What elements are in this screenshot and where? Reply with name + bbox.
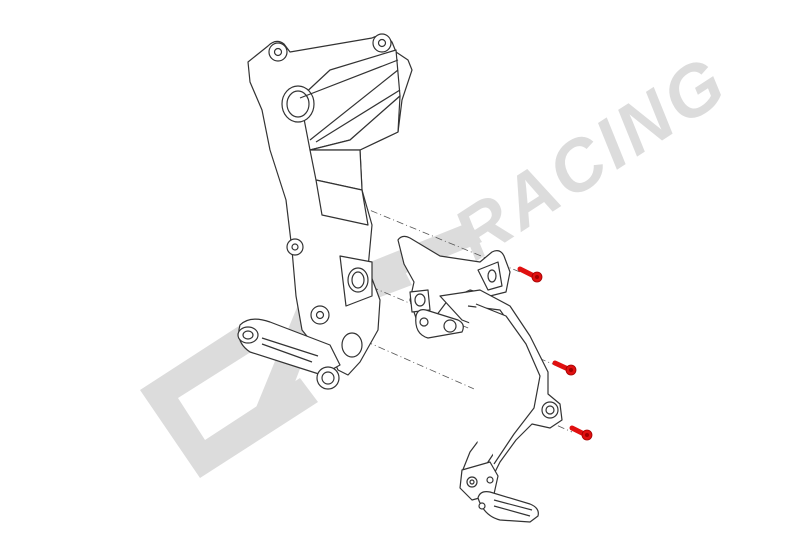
watermark-racing-text: RACING bbox=[440, 41, 742, 276]
rearset-bracket bbox=[397, 235, 563, 523]
bolt-lower bbox=[569, 425, 593, 441]
bolt-upper bbox=[517, 266, 543, 283]
bolt-middle bbox=[552, 360, 577, 376]
frame-mounting-plate bbox=[237, 33, 413, 390]
